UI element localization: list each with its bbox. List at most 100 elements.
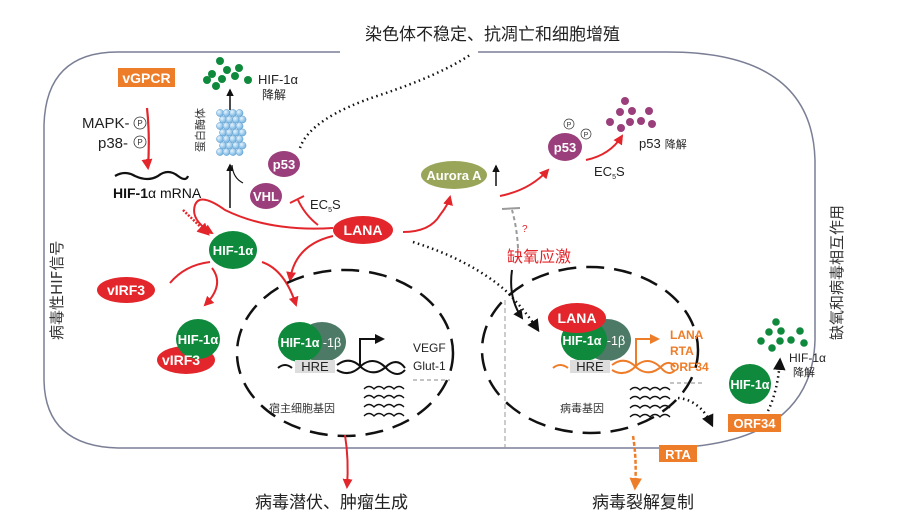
host-nucleus-label: 宿主细胞基因 (269, 401, 335, 415)
proteasome-subunit (238, 141, 247, 150)
svg-text:HRE: HRE (301, 359, 329, 374)
proteasome-subunit (229, 148, 237, 156)
ec5s-label: EC5S (310, 197, 341, 214)
proteasome-subunit (222, 109, 231, 117)
degraded-fragment-dot (203, 76, 211, 84)
degraded-fragment-dot (757, 337, 765, 345)
hif1a-degraded-dots-right (757, 318, 808, 352)
proteasome-subunit (216, 148, 224, 156)
lana-to-nucleus-arrow (286, 235, 334, 282)
proteasome-subunit (216, 135, 224, 143)
svg-text:vGPCR: vGPCR (122, 70, 170, 86)
svg-text:P: P (137, 138, 142, 147)
degraded-fragment-dot (212, 82, 220, 90)
host-mrna-waves-icon (363, 385, 405, 417)
hypoxia-stress-label: 缺氧应激 (507, 247, 571, 266)
proteasome-subunit (238, 128, 247, 137)
svg-text:HIF-1α: HIF-1α (281, 336, 320, 350)
viral-gene-orf34: ORF34 (670, 360, 709, 374)
proteasome-label: 蛋白酶体 (193, 108, 207, 152)
degraded-fragment-dot (776, 337, 784, 345)
svg-text:LANA: LANA (558, 310, 597, 326)
mrna-wave (629, 395, 671, 400)
mrna-wave (363, 403, 405, 408)
viral-gene-lana: LANA (670, 328, 704, 342)
proteasome-subunit (225, 141, 234, 150)
host-gene-vegf: VEGF (413, 341, 446, 355)
svg-text:p53: p53 (554, 140, 576, 155)
degraded-fragment-dot (765, 328, 773, 336)
rta-box: RTA (659, 445, 697, 462)
mrna-wave (363, 394, 405, 399)
viral-mrna-waves-icon (629, 386, 671, 418)
degraded-fragment-dot (244, 76, 252, 84)
aurora-a-node: Aurora A (421, 161, 487, 189)
hif-to-nucleus-arrow (261, 261, 299, 307)
svg-text:HIF-1α: HIF-1α (213, 243, 254, 258)
degraded-fragment-dot (626, 118, 634, 126)
host-hre-box: HRE (295, 359, 335, 374)
proteasome-subunit (229, 109, 237, 117)
hif-to-complex-arrow (203, 267, 219, 307)
degraded-fragment-dot (216, 57, 224, 65)
p53-node: p53 (268, 151, 300, 177)
output-bottom-right-label: 病毒裂解复制 (592, 493, 694, 513)
degraded-fragment-dot (208, 70, 216, 78)
vgpcr-to-mrna-arrow (141, 107, 153, 171)
proteasome-subunit (235, 109, 244, 117)
host-gene-glut1: Glut-1 (413, 359, 446, 373)
ec5s-label-right: EC5S (594, 164, 625, 181)
viral-gene-rta: RTA (670, 344, 694, 358)
proteasome-subunit (219, 115, 227, 124)
viral-nucleus-label: 病毒基因 (560, 401, 604, 415)
hif-degradation-sublabel: 降解 (262, 88, 286, 102)
proteasome-subunit (222, 122, 231, 130)
svg-text:VHL: VHL (253, 189, 279, 204)
hypoxia-to-nucleus-arrow (510, 269, 524, 320)
p53-degraded-dots (606, 97, 656, 132)
degraded-fragment-dot (231, 72, 239, 80)
cell-outline (43, 51, 816, 449)
p53-to-output-dotted (298, 53, 471, 149)
lana-to-aurora-arrow (402, 195, 453, 233)
svg-text:RTA: RTA (665, 447, 691, 462)
svg-text:ORF34: ORF34 (734, 416, 777, 431)
svg-text:vIRF3: vIRF3 (107, 282, 145, 298)
p53-phospho-node: p53 P P (548, 118, 592, 161)
svg-text:HIF-1α: HIF-1α (731, 378, 770, 392)
lana-node: LANA (333, 216, 393, 244)
degraded-fragment-dot (218, 75, 226, 83)
degraded-fragment-dot (617, 124, 625, 132)
proteasome-subunit (238, 115, 247, 124)
svg-text:HIF-1α: HIF-1α (178, 332, 219, 347)
hif-mrna-label: HIF-1α mRNA (113, 185, 202, 201)
phospho-icon: P (133, 116, 147, 130)
proteasome-subunit (216, 122, 224, 130)
proteasome-subunit (229, 122, 237, 130)
aurora-to-p53-arrow (499, 168, 550, 197)
proteasome-subunit (225, 128, 234, 137)
hif1a-degraded-dots (203, 57, 252, 90)
proteasome-subunit (232, 128, 240, 137)
svg-text:-1β: -1β (323, 336, 341, 350)
svg-text:P: P (567, 122, 572, 129)
degraded-fragment-dot (648, 120, 656, 128)
degraded-fragment-dot (772, 318, 780, 326)
hif-degradation-label-right: HIF-1α (789, 351, 826, 365)
svg-text:HIF-1α: HIF-1α (563, 334, 602, 348)
degraded-fragment-dot (800, 339, 808, 347)
proteasome-subunit (222, 148, 231, 156)
p53-degradation-arrow (585, 134, 624, 161)
svg-text:HRE: HRE (576, 359, 604, 374)
viral-nucleus (480, 265, 700, 435)
viral-to-lytic-arrow (629, 435, 642, 491)
side-label-right: 缺氧和病毒相互作用 (828, 205, 846, 340)
hif-degradation-sublabel-right: 降解 (793, 365, 815, 379)
proteasome-subunit (225, 115, 234, 124)
mrna-to-hif-arrow (182, 209, 210, 236)
host-transcription-arrow (359, 334, 385, 368)
hypoxia-question-mark: ? (522, 224, 528, 235)
degraded-fragment-dot (235, 64, 243, 72)
